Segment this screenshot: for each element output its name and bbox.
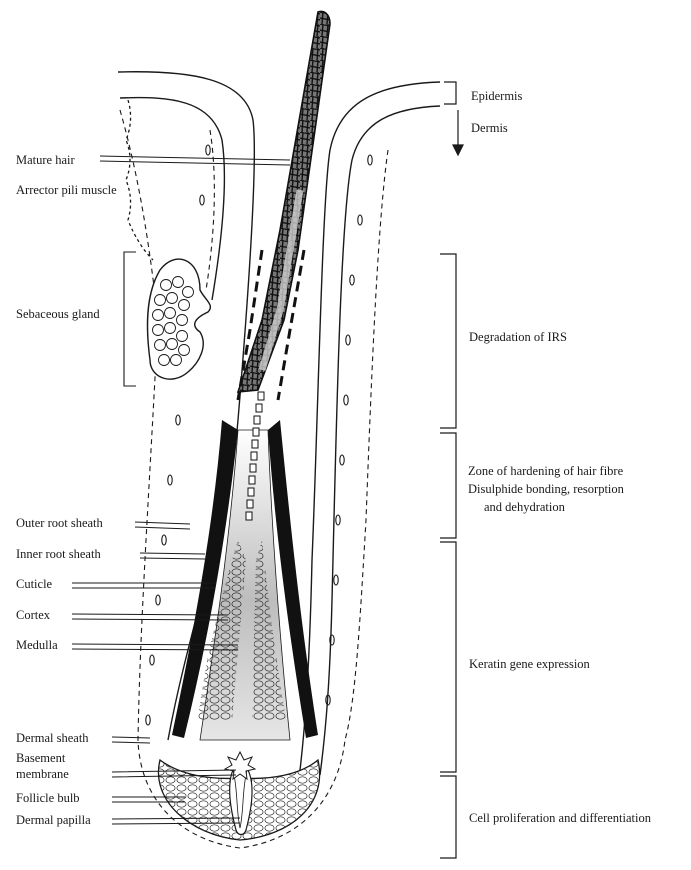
right-brackets (440, 82, 463, 858)
hair-shaft (238, 12, 330, 393)
label-sebaceous-gland: Sebaceous gland (16, 307, 100, 321)
label-mature-hair: Mature hair (16, 153, 75, 167)
label-hardening-3: and dehydration (484, 500, 566, 514)
label-inner-root-sheath: Inner root sheath (16, 547, 101, 561)
follicle-bulb (158, 752, 319, 840)
label-hardening-1: Zone of hardening of hair fibre (468, 464, 624, 478)
label-dermal-papilla: Dermal papilla (16, 813, 91, 827)
label-basement: Basement (16, 751, 66, 765)
label-medulla: Medulla (16, 638, 58, 652)
label-cortex: Cortex (16, 608, 51, 622)
label-epidermis: Epidermis (471, 89, 523, 103)
follicle-root (172, 392, 318, 740)
label-membrane: membrane (16, 767, 69, 781)
sebaceous-gland (126, 100, 210, 379)
sebaceous-bracket (124, 252, 136, 386)
label-outer-root-sheath: Outer root sheath (16, 516, 104, 530)
label-follicle-bulb: Follicle bulb (16, 791, 80, 805)
label-dermis: Dermis (471, 121, 508, 135)
label-proliferation: Cell proliferation and differentiation (469, 811, 652, 825)
label-dermal-sheath: Dermal sheath (16, 731, 89, 745)
label-degradation-irs: Degradation of IRS (469, 330, 567, 344)
arrector-pili-muscle (126, 100, 153, 260)
label-hardening-2: Disulphide bonding, resorption (468, 482, 625, 496)
label-arrector-pili: Arrector pili muscle (16, 183, 117, 197)
label-keratin-expression: Keratin gene expression (469, 657, 591, 671)
label-cuticle: Cuticle (16, 577, 53, 591)
